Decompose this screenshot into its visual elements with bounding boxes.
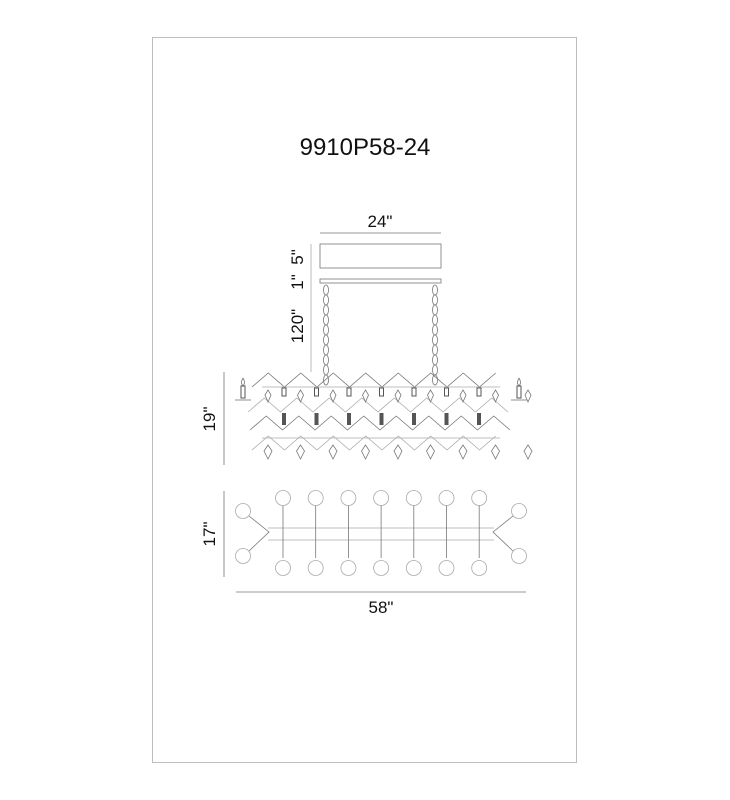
crystal-drop <box>491 444 500 460</box>
light-top <box>471 490 488 506</box>
candle-flame <box>241 377 245 387</box>
crystal-drop <box>297 389 304 404</box>
light-top <box>511 548 527 564</box>
mounting-plate <box>319 278 442 284</box>
zigzag-frame <box>247 397 509 413</box>
chain-link <box>323 344 329 356</box>
light-top <box>275 490 291 506</box>
zigzag-frame <box>251 372 497 388</box>
light-top <box>405 490 422 506</box>
crystal-drop <box>329 389 337 404</box>
crystal-drop <box>427 389 434 404</box>
chain-link <box>323 284 329 296</box>
chain-link <box>432 374 438 386</box>
candle-socket <box>281 387 287 397</box>
chain-link <box>432 344 438 356</box>
drawing-frame <box>152 37 577 763</box>
crystal-drop <box>426 444 435 460</box>
light-top <box>438 490 455 506</box>
chandelier-top-view <box>235 490 527 576</box>
crystal-drop <box>361 444 370 460</box>
light-top <box>373 560 390 576</box>
candle-socket <box>282 413 286 425</box>
light-top <box>405 560 422 576</box>
candle-socket <box>346 387 352 397</box>
chain-link <box>432 354 438 366</box>
crystal-drop <box>362 389 369 404</box>
light-top <box>511 503 527 519</box>
crystal-drop <box>263 444 273 460</box>
candle-socket <box>379 413 384 425</box>
candle-socket <box>412 413 416 425</box>
chain-link <box>323 294 329 306</box>
crystal-drop <box>328 444 338 460</box>
light-top <box>471 560 488 576</box>
canopy-height-label: 5" <box>288 249 307 265</box>
candle-socket <box>411 387 417 397</box>
end-arm <box>248 515 270 552</box>
chandelier-side-view <box>235 372 533 460</box>
candle-socket <box>379 387 384 397</box>
candle-socket <box>476 387 482 397</box>
light-top <box>235 503 251 519</box>
chain-link <box>432 314 438 326</box>
crystal-drop <box>393 444 403 460</box>
chain-link <box>432 334 438 346</box>
light-top <box>340 560 357 576</box>
crystal-drop <box>524 389 532 404</box>
candle-socket <box>347 413 351 425</box>
chain-link <box>323 374 329 386</box>
candle-socket <box>444 387 449 397</box>
light-top <box>275 560 291 576</box>
model-number-title: 9910P58-24 <box>299 134 431 161</box>
chain-link <box>323 354 329 366</box>
candle-socket <box>314 387 319 397</box>
zigzag-frame <box>251 435 497 451</box>
width-label: 58" <box>369 598 394 617</box>
crystal-drop <box>492 389 499 404</box>
crystal-drop <box>296 444 305 460</box>
candle-flame <box>517 377 521 387</box>
light-top <box>438 560 455 576</box>
chain-length-label: 120" <box>288 309 307 343</box>
chain-link <box>323 324 329 336</box>
body-height-label: 19" <box>200 407 219 432</box>
candle <box>516 385 522 399</box>
light-top <box>235 548 251 564</box>
chain-link <box>432 364 438 376</box>
light-top <box>307 490 324 506</box>
chains <box>323 284 438 386</box>
depth-label: 17" <box>200 522 219 547</box>
crystal-drop <box>264 389 272 404</box>
canopy-width-label: 24" <box>368 212 393 231</box>
zigzag-frame <box>249 415 511 431</box>
crystal-drop <box>394 389 402 404</box>
chain-link <box>323 304 329 316</box>
chain-link <box>323 334 329 346</box>
canopy <box>319 243 442 269</box>
candle-socket <box>444 413 449 425</box>
plate-height-label: 1" <box>288 274 307 290</box>
light-top <box>340 490 357 506</box>
candle-socket <box>477 413 481 425</box>
end-arm <box>492 515 514 552</box>
crystal-drop <box>458 444 468 460</box>
chain-link <box>323 314 329 326</box>
chain-link <box>323 364 329 376</box>
crystal-drop <box>523 444 533 460</box>
chain-link <box>432 294 438 306</box>
chain-link <box>432 284 438 296</box>
chain-link <box>432 324 438 336</box>
candle-socket <box>314 413 319 425</box>
chain-link <box>432 304 438 316</box>
crystal-drop <box>459 389 467 404</box>
candle <box>240 385 246 399</box>
light-top <box>373 490 390 506</box>
light-top <box>307 560 324 576</box>
